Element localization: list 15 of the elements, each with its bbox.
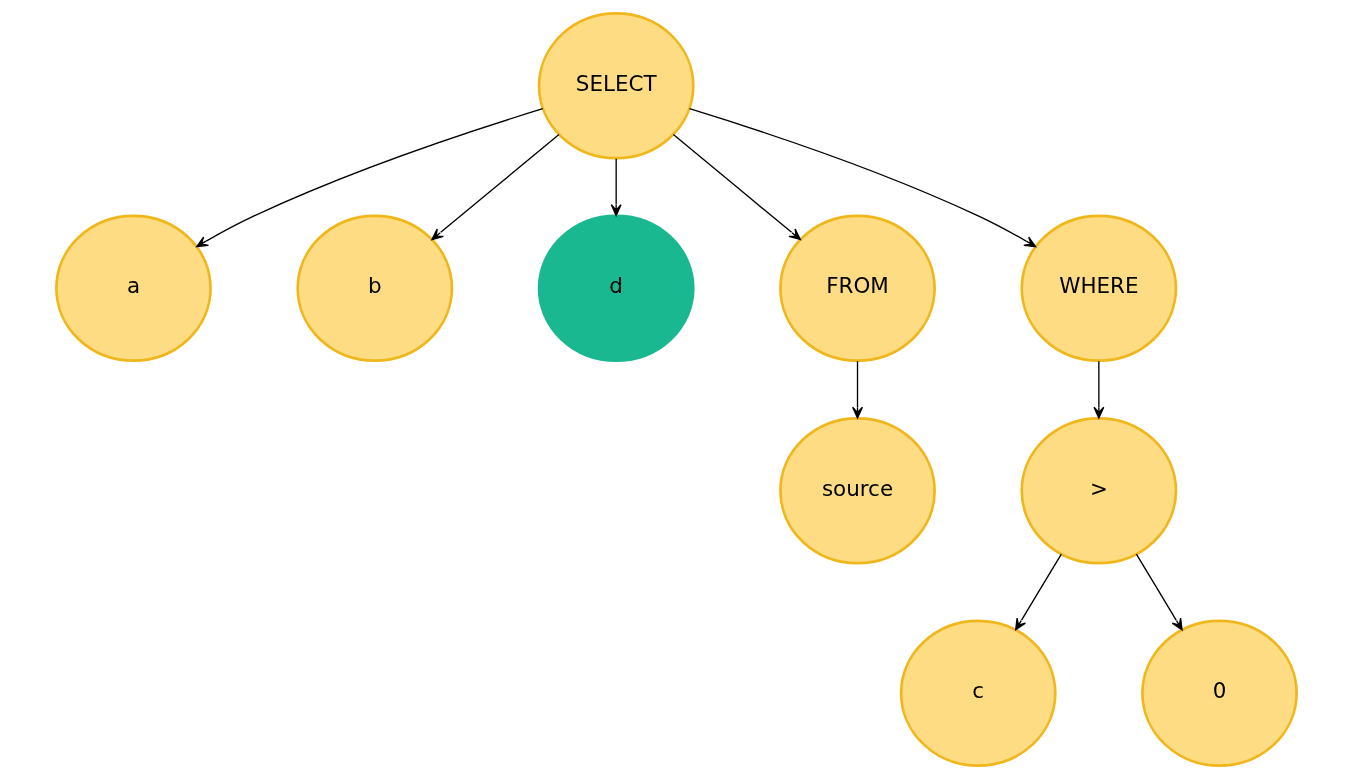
arrow xyxy=(431,133,560,241)
arrow xyxy=(1015,553,1062,631)
node-circle: d xyxy=(537,214,695,362)
node-circle: source xyxy=(779,417,936,565)
arrow xyxy=(1093,360,1105,419)
arrow xyxy=(610,158,622,217)
arrow xyxy=(1135,553,1183,631)
node-circle: b xyxy=(296,214,454,362)
node-circle: SELECT xyxy=(537,12,695,160)
arrow xyxy=(852,360,863,419)
arrow xyxy=(196,108,544,248)
arrow xyxy=(672,133,801,241)
node-circle: FROM xyxy=(779,214,936,362)
arrow xyxy=(688,108,1037,248)
node-circle: > xyxy=(1020,417,1178,565)
